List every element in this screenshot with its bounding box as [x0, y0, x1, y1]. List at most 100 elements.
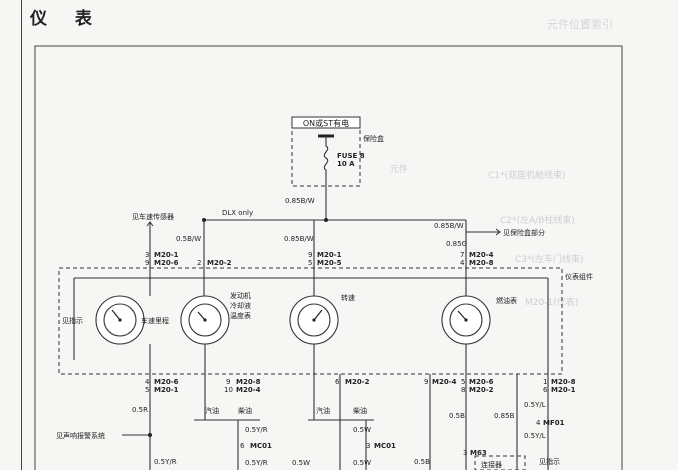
conn-id: M20-5 — [317, 259, 342, 267]
page-header: 仪 表 元件位置索引 — [0, 0, 678, 32]
indicator-right-ref: 见指示 — [539, 457, 560, 466]
conn-number: 9 — [226, 378, 230, 386]
svg-text:C2*(左A/B柱线束): C2*(左A/B柱线束) — [500, 214, 575, 226]
tach-gauge — [289, 295, 339, 345]
wire-label: 0.5Y/L — [524, 432, 546, 440]
wire-label: 0.5W — [292, 459, 310, 467]
conn-number: 3 — [463, 449, 467, 457]
conn-id: MC01 — [374, 442, 396, 450]
speed-feed-label: 0.5B/W — [176, 235, 201, 243]
conn-id: M20-1 — [154, 251, 179, 259]
petrol-label: 汽油 — [316, 406, 330, 415]
power-source-box — [291, 116, 361, 129]
warning-buzzer-ref: 见声响报警系统 — [56, 431, 105, 440]
conn-number: 3 — [145, 251, 149, 259]
top-connectors: 3 M20-1 9 M20-6 2 M20-2 9 M20-1 5 M20-5 … — [145, 251, 494, 267]
variant-group-left: 汽油 柴油 0.5Y/R 6 MC01 0.5Y/R 0.5Y/R 0.5W — [154, 406, 310, 470]
temp-label-3: 温度表 — [230, 311, 251, 320]
conn-id: M20-1 — [154, 386, 179, 394]
speedometer-gauge — [95, 295, 145, 345]
conn-number: 10 — [224, 386, 233, 394]
speed-sensor-arrow-icon — [146, 221, 154, 227]
wire-label: 0.5Y/R — [245, 459, 268, 467]
conn-id: MF01 — [543, 419, 565, 427]
bottom-connectors: 4 M20-6 5 M20-1 9 M20-8 10 M20-4 6 M20-2… — [145, 378, 576, 394]
conn-id: M20-6 — [469, 378, 494, 386]
dlx-only-label: DLX only — [222, 209, 253, 217]
temp-needle-icon — [197, 311, 206, 321]
petrol-label: 汽油 — [205, 406, 219, 415]
buzzer-junction — [148, 433, 152, 437]
conn-number: 9 — [308, 251, 312, 259]
conn-id: M20-6 — [154, 259, 179, 267]
conn-number: 4 — [536, 419, 541, 427]
conn-id: M20-6 — [154, 378, 179, 386]
wire-label: 0.5Y/L — [524, 401, 546, 409]
temp-label-1: 发动机 — [230, 291, 251, 300]
temp-gauge — [180, 295, 230, 345]
variant-group-right: 汽油 柴油 0.5W 3 MC01 0.5W — [308, 406, 396, 470]
conn-number: 5 — [145, 386, 149, 394]
conn-number: 2 — [197, 259, 201, 267]
bus-junction-1 — [324, 218, 328, 222]
speedometer-needle-icon — [111, 309, 121, 321]
diesel-label: 柴油 — [353, 406, 367, 415]
conn-id: M20-4 — [236, 386, 261, 394]
connector-box-label: 连接器 — [481, 460, 502, 469]
right-top-wire-label: 0.85B/W — [434, 222, 464, 230]
conn-id: M20-2 — [345, 378, 370, 386]
svg-text:M20-1(仪表): M20-1(仪表) — [525, 296, 578, 308]
indicator-left-ref: 见指示 — [62, 316, 83, 325]
wire-label: 0.5R — [132, 406, 148, 414]
wire-label: 0.5W — [353, 459, 371, 467]
temp-label-2: 冷却液 — [230, 301, 251, 310]
conn-number: 9 — [424, 378, 428, 386]
conn-number: 4 — [460, 259, 465, 267]
conn-number: 1 — [543, 378, 547, 386]
conn-number: 5 — [308, 259, 312, 267]
conn-number: 6 — [240, 442, 245, 450]
conn-number: 3 — [366, 442, 370, 450]
conn-number: 9 — [145, 259, 149, 267]
fuel-label: 燃油表 — [496, 296, 517, 305]
fuse-rating: 10 A — [337, 160, 355, 168]
page-title: 仪 表 — [30, 9, 103, 29]
main-feed-label: 0.85B/W — [285, 197, 315, 205]
wire-label: 0.5Y/R — [154, 458, 177, 466]
conn-id: M20-1 — [317, 251, 342, 259]
fuse-name: FUSE 8 — [337, 152, 365, 160]
conn-id: M20-8 — [236, 378, 261, 386]
conn-number: 5 — [461, 378, 465, 386]
speedo-label: 车速里程 — [141, 316, 169, 325]
fuse-ref-arrow-icon — [495, 228, 501, 236]
wire-label: 0.5B — [449, 412, 465, 420]
conn-number: 7 — [460, 251, 464, 259]
conn-number: 6 — [543, 386, 548, 394]
conn-id: M63 — [470, 449, 487, 457]
power-source-label: ON或ST有电 — [303, 118, 349, 128]
speed-sensor-ref: 见车速传感器 — [132, 212, 174, 221]
conn-id: M20-4 — [469, 251, 494, 259]
fuel-needle-icon — [457, 310, 467, 321]
wire-label: 0.85B — [494, 412, 515, 420]
wire-label: 0.5W — [353, 426, 371, 434]
fuel-gauge — [441, 295, 491, 345]
tach-label: 转速 — [341, 293, 355, 302]
cluster-label: 仪表组件 — [565, 272, 593, 281]
connector-box-outline — [474, 455, 526, 470]
diagram-frame — [34, 45, 623, 470]
conn-id: M20-8 — [551, 378, 576, 386]
svg-text:元件: 元件 — [390, 163, 408, 175]
conn-id: M20-2 — [207, 259, 232, 267]
conn-number: 4 — [145, 378, 150, 386]
conn-id: M20-2 — [469, 386, 494, 394]
cluster-outline — [58, 267, 563, 375]
center-feed-label: 0.85B/W — [284, 235, 314, 243]
bleed-through: 元件 C1*(双座机舱线束) C2*(左A/B柱线束) C3*(左车门线束) M… — [390, 163, 584, 308]
conn-id: M20-4 — [432, 378, 457, 386]
ghost-heading: 元件位置索引 — [547, 18, 613, 31]
conn-id: M20-8 — [469, 259, 494, 267]
fuse-icon — [323, 136, 329, 186]
right-feed-label: 0.85G — [446, 240, 467, 248]
